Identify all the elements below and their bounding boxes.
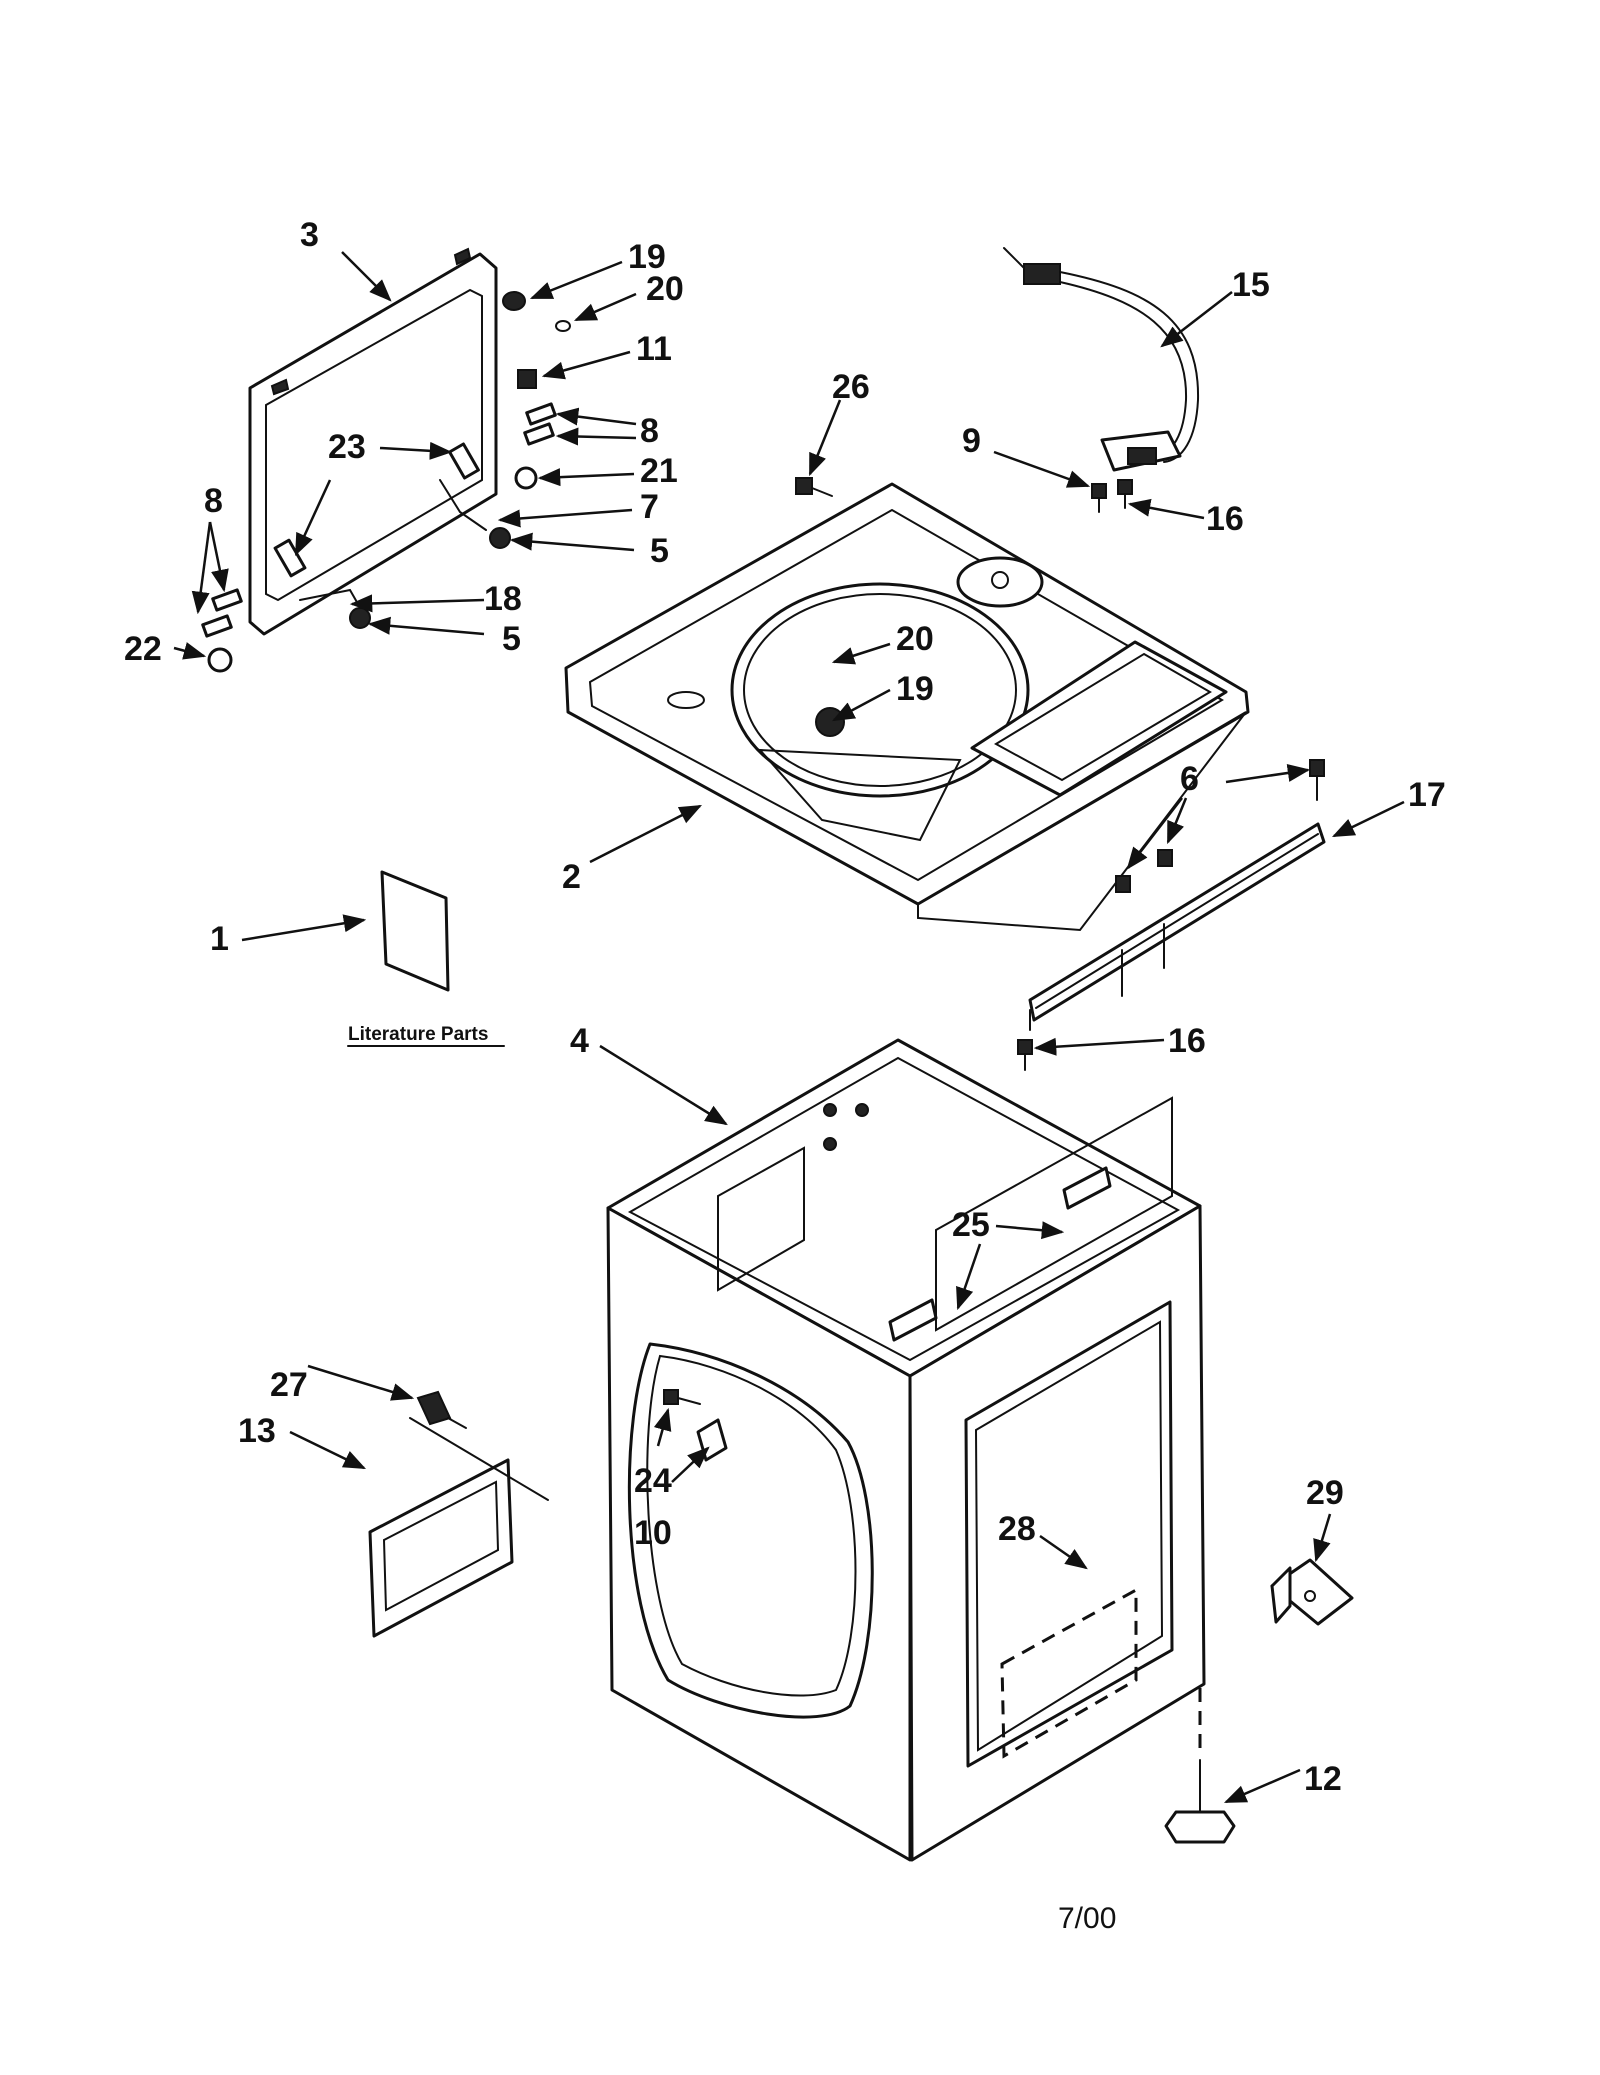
callout-16: 16 [1168,1022,1206,1060]
callout-2: 2 [562,858,581,896]
callout-9: 9 [962,422,981,460]
callout-6: 6 [1180,760,1199,798]
switch-screws [1091,479,1133,513]
callout-11: 11 [636,330,672,368]
callout-23: 23 [328,428,366,466]
callout-20: 20 [896,620,934,658]
cabinet-clips [888,1166,1112,1342]
callout-8: 8 [640,412,659,450]
leader-lines [173,251,1405,1804]
leveling-foot [1164,1688,1236,1844]
callout-20: 20 [646,270,684,308]
callout-8: 8 [204,482,223,520]
callout-27: 27 [270,1366,308,1404]
callout-4: 4 [570,1022,589,1060]
cabinet-top [564,482,1250,932]
callout-18: 18 [484,580,522,618]
revision-date: 7/00 [1058,1902,1116,1935]
callout-24: 24 [634,1462,672,1500]
callout-7: 7 [640,488,659,526]
callout-numbers: 3 19 20 11 8 21 7 5 23 8 18 5 22 15 26 9… [124,216,1446,1798]
callout-26: 26 [832,368,870,406]
callout-28: 28 [998,1510,1036,1548]
callout-1: 1 [210,920,229,958]
panel-pin [416,1390,467,1429]
lid-switch-harness [1003,247,1200,472]
corner-bracket [1270,1558,1354,1626]
callout-22: 22 [124,630,162,668]
callout-19: 19 [896,670,934,708]
callout-10: 10 [634,1514,672,1552]
callout-19: 19 [628,238,666,276]
literature-parts-label: Literature Parts [348,1024,488,1045]
callout-3: 3 [300,216,319,254]
hinge-rail [1028,759,1326,1022]
rail-screw [1017,1009,1033,1071]
callout-15: 15 [1232,266,1270,304]
callout-16: 16 [1206,500,1244,538]
callout-25: 25 [952,1206,990,1244]
callout-13: 13 [238,1412,276,1450]
lid-panel [248,247,498,636]
callout-12: 12 [1304,1760,1342,1798]
callout-29: 29 [1306,1474,1344,1512]
callout-5: 5 [502,620,521,658]
callout-5: 5 [650,532,669,570]
lid-fasteners [201,291,571,673]
literature-card [380,870,450,992]
callout-21: 21 [640,452,678,490]
access-panel [368,1417,549,1638]
cabinet [606,1038,1206,1862]
label-plate [1000,1587,1138,1759]
top-screw [795,477,833,497]
callout-17: 17 [1408,776,1446,814]
